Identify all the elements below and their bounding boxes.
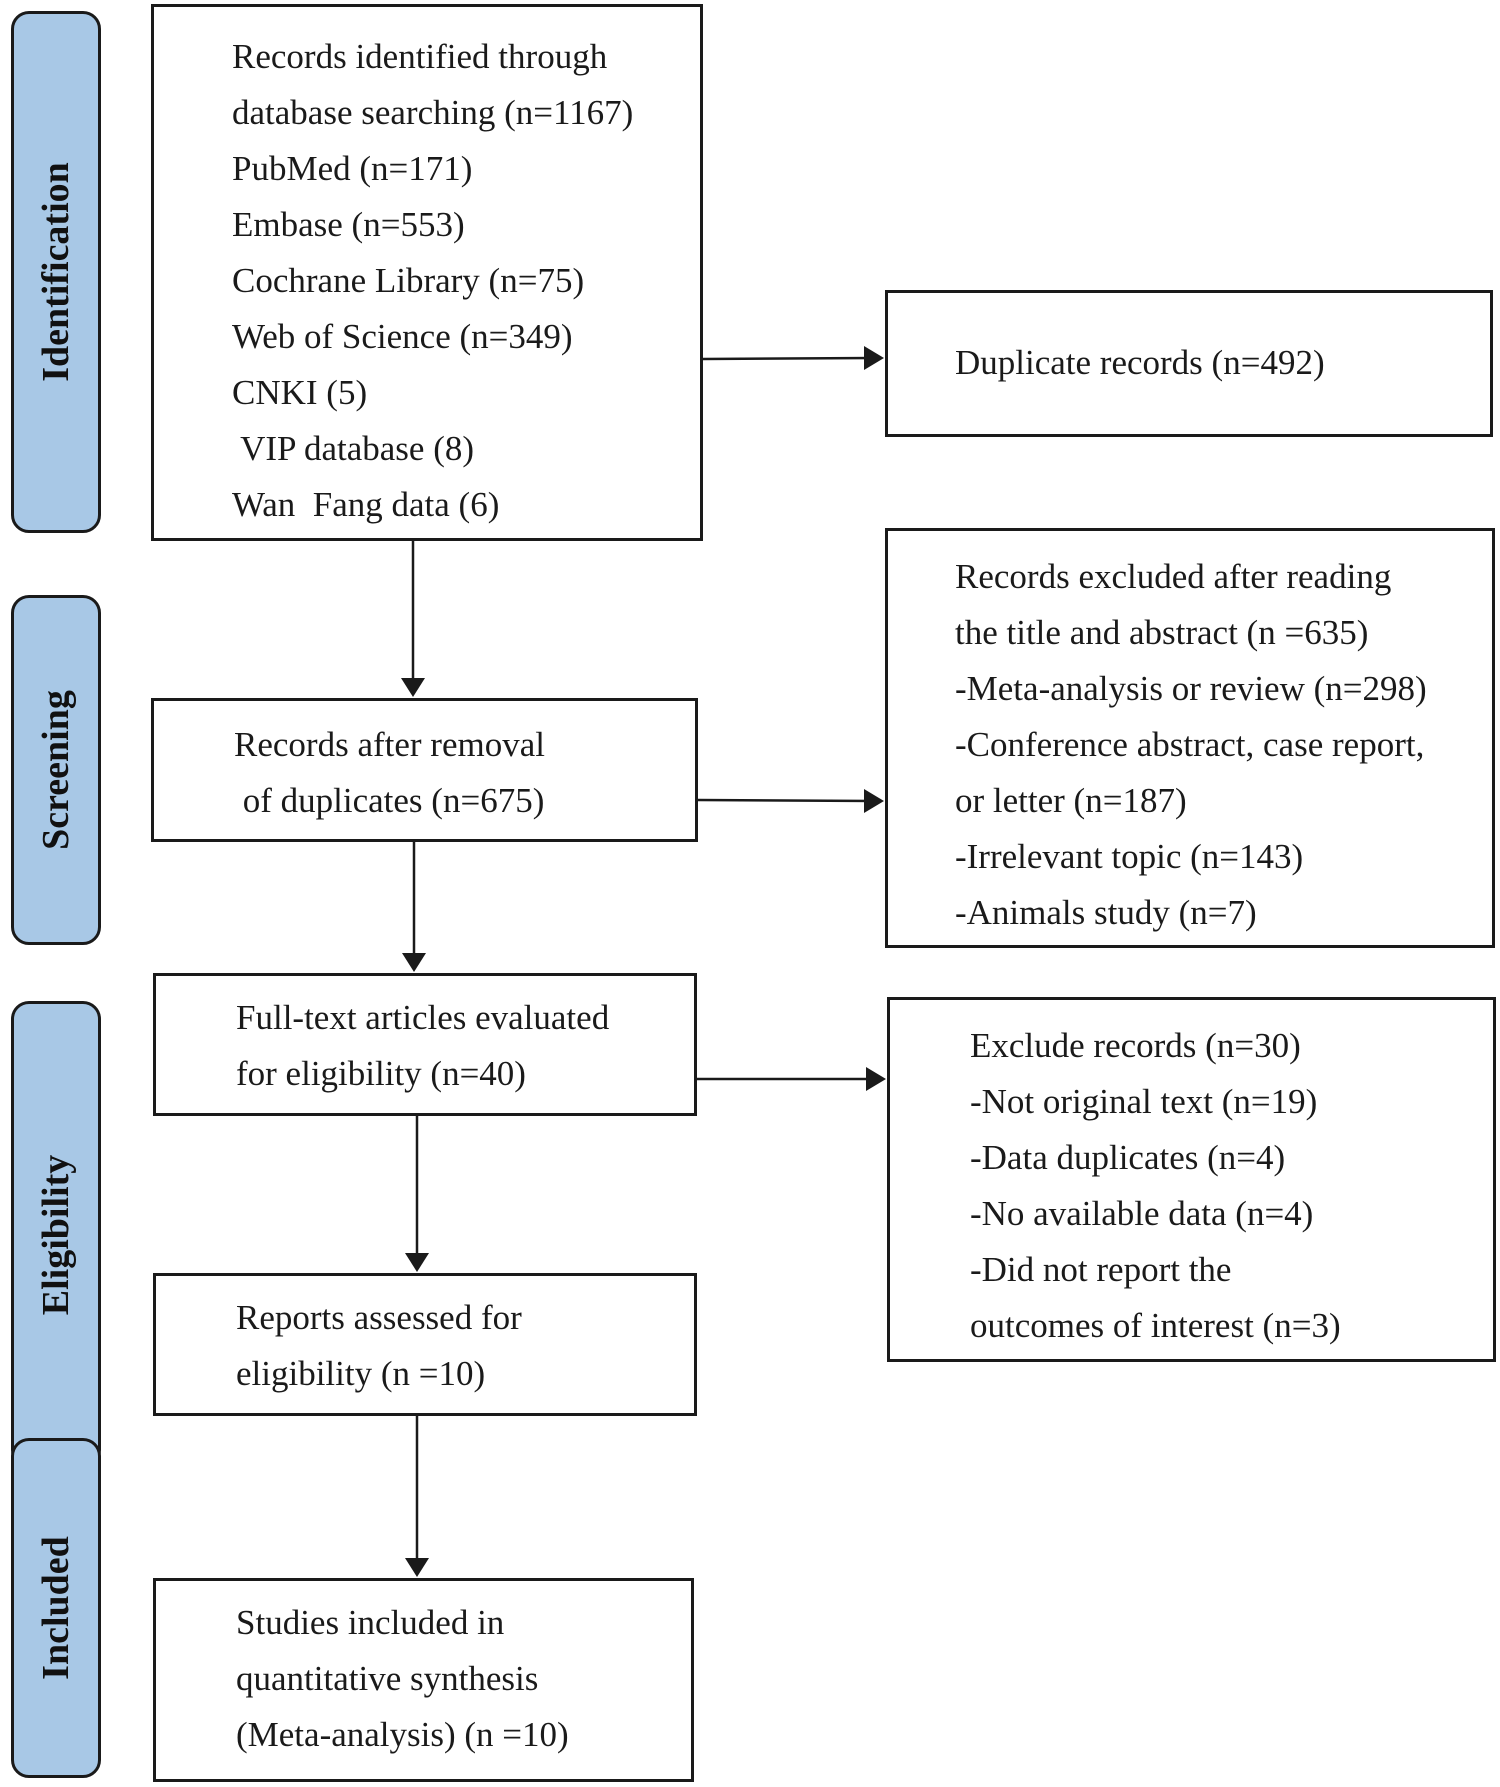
arrowhead	[402, 953, 426, 972]
phase-included: Included	[11, 1438, 101, 1778]
box-line: for eligibility (n=40)	[236, 1054, 526, 1093]
excluded-title-abstract-box: Records excluded after reading the title…	[885, 528, 1495, 948]
arrowhead	[401, 678, 425, 697]
studies-included-box: Studies included in quantitative synthes…	[153, 1578, 694, 1782]
box-line: Records excluded after reading	[955, 557, 1392, 596]
box-line: Duplicate records (n=492)	[955, 343, 1325, 382]
box-line: Cochrane Library (n=75)	[232, 261, 585, 300]
box-line: Web of Science (n=349)	[232, 317, 573, 356]
box-line: Wan Fang data (6)	[232, 485, 500, 524]
box-line: of duplicates (n=675)	[234, 781, 545, 820]
box-line: Embase (n=553)	[232, 205, 465, 244]
arrowhead	[866, 1067, 886, 1091]
excluded-full-text-box: Exclude records (n=30) -Not original tex…	[887, 997, 1496, 1362]
arrow-right	[697, 795, 875, 806]
box-line: -Conference abstract, case report,	[955, 725, 1425, 764]
arrow-right	[702, 353, 875, 364]
arrowhead	[864, 789, 884, 813]
box-line: Records after removal	[234, 725, 545, 764]
arrowhead	[405, 1253, 429, 1272]
box-line: -Animals study (n=7)	[955, 893, 1257, 932]
box-line: the title and abstract (n =635)	[955, 613, 1369, 652]
box-line: Studies included in	[236, 1603, 505, 1642]
box-line: outcomes of interest (n=3)	[970, 1306, 1341, 1345]
box-line: -Data duplicates (n=4)	[970, 1138, 1286, 1177]
box-line: PubMed (n=171)	[232, 149, 473, 188]
box-line: -Not original text (n=19)	[970, 1082, 1318, 1121]
box-line: or letter (n=187)	[955, 781, 1187, 820]
records-identified-box: Records identified through database sear…	[151, 4, 703, 541]
full-text-evaluated-box: Full-text articles evaluated for eligibi…	[153, 973, 697, 1116]
box-line: eligibility (n =10)	[236, 1354, 486, 1393]
arrowhead	[405, 1558, 429, 1577]
box-line: (Meta-analysis) (n =10)	[236, 1715, 569, 1754]
box-line: VIP database (8)	[232, 429, 475, 468]
arrowhead	[864, 346, 884, 370]
box-line: -Meta-analysis or review (n=298)	[955, 669, 1427, 708]
phase-screening: Screening	[11, 595, 101, 945]
box-line: quantitative synthesis	[236, 1659, 539, 1698]
box-line: -No available data (n=4)	[970, 1194, 1314, 1233]
duplicate-records-box: Duplicate records (n=492)	[885, 290, 1493, 437]
box-line: CNKI (5)	[232, 373, 368, 412]
box-line: Exclude records (n=30)	[970, 1026, 1301, 1065]
box-line: -Did not report the	[970, 1250, 1232, 1289]
box-line: Reports assessed for	[236, 1298, 522, 1337]
box-line: -Irrelevant topic (n=143)	[955, 837, 1304, 876]
phase-identification: Identification	[11, 11, 101, 533]
box-line: Records identified through	[232, 37, 608, 76]
records-after-removal-box: Records after removal of duplicates (n=6…	[151, 698, 698, 842]
reports-assessed-box: Reports assessed for eligibility (n =10)	[153, 1273, 697, 1416]
box-line: database searching (n=1167)	[232, 93, 634, 132]
box-line: Full-text articles evaluated	[236, 998, 610, 1037]
